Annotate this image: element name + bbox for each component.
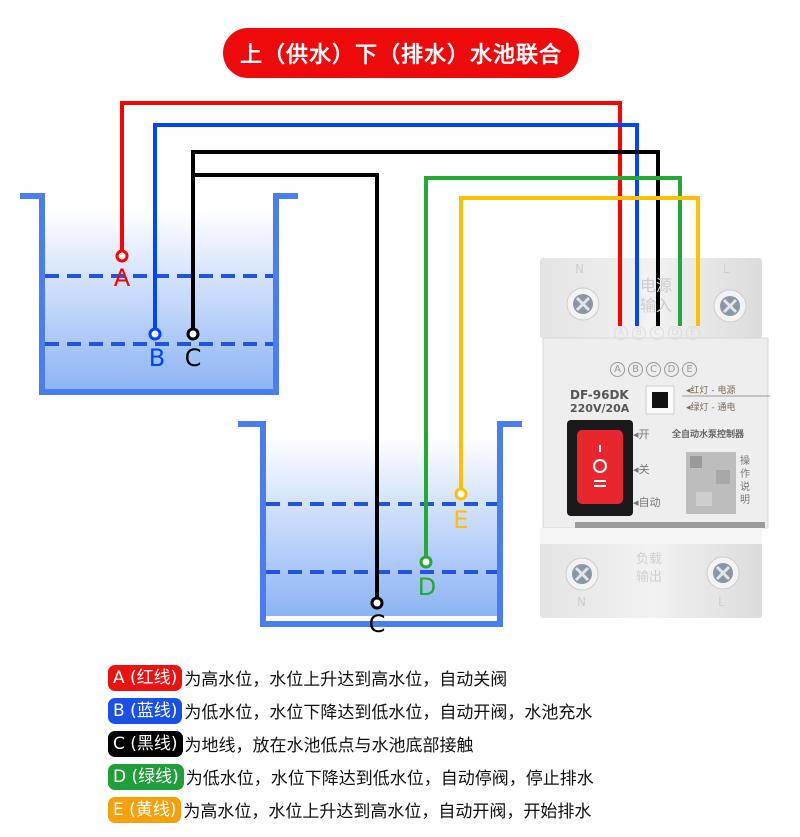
probe-c (370, 596, 384, 610)
badge-e: E (黄线) (108, 796, 182, 823)
legend-text-e: 为高水位，水位上升达到高水位，自动开阀，开始排水 (183, 802, 592, 822)
badge-a: A (红线) (108, 664, 183, 691)
legend-row-e: E (黄线) 为高水位，水位上升达到高水位，自动开阀，开始排水 (108, 794, 594, 825)
legend-row-c: C (黑线) 为地线，放在水池低点与水池底部接触 (108, 728, 594, 759)
probe-a (115, 249, 129, 263)
legend-text-a: 为高水位，水位上升达到高水位，自动关阀 (184, 670, 508, 690)
wire-c-upper (191, 150, 660, 331)
probe-label-c: C (369, 610, 386, 638)
probe-label-a: A (114, 264, 131, 292)
legend: A (红线) 为高水位，水位上升达到高水位，自动关阀 B (蓝线) 为低水位，水… (108, 662, 594, 827)
wire-a (120, 101, 622, 326)
upper-tank-wall (20, 193, 298, 395)
probe-c (186, 327, 200, 341)
upper-tank-water (42, 210, 276, 392)
probe-label-d: D (418, 573, 436, 601)
badge-d: D (绿线) (108, 763, 184, 790)
legend-row-d: D (绿线) 为低水位，水位下降达到低水位，自动停阀，停止排水 (108, 761, 594, 792)
lower-tank-water (263, 436, 497, 616)
legend-text-b: 为低水位，水位下降达到低水位，自动开阀，水池充水 (184, 703, 593, 723)
wire-e (459, 196, 700, 491)
lower-tank (238, 421, 522, 627)
probe-label-e: E (453, 506, 468, 534)
lower-tank-wall (238, 421, 522, 627)
legend-text-d: 为低水位，水位下降达到低水位，自动停阀，停止排水 (185, 769, 594, 789)
controller-device (540, 258, 770, 618)
probe-label-c: C (185, 344, 202, 372)
probe-d (419, 555, 433, 569)
diagram-title: 上（供水）下（排水）水池联合 (223, 28, 579, 78)
wire-d (424, 176, 682, 559)
probe-b (148, 327, 162, 341)
wire-b (153, 123, 639, 331)
badge-c: C (黑线) (108, 730, 183, 757)
probe-e (454, 487, 468, 501)
legend-row-b: B (蓝线) 为低水位，水位下降达到低水位，自动开阀，水池充水 (108, 695, 594, 726)
upper-tank (20, 193, 298, 395)
badge-b: B (蓝线) (108, 697, 183, 724)
wire-c-lower (193, 173, 379, 599)
legend-text-c: 为地线，放在水池低点与水池底部接触 (184, 736, 474, 756)
legend-row-a: A (红线) 为高水位，水位上升达到高水位，自动关阀 (108, 662, 594, 693)
probe-label-b: B (149, 344, 165, 372)
